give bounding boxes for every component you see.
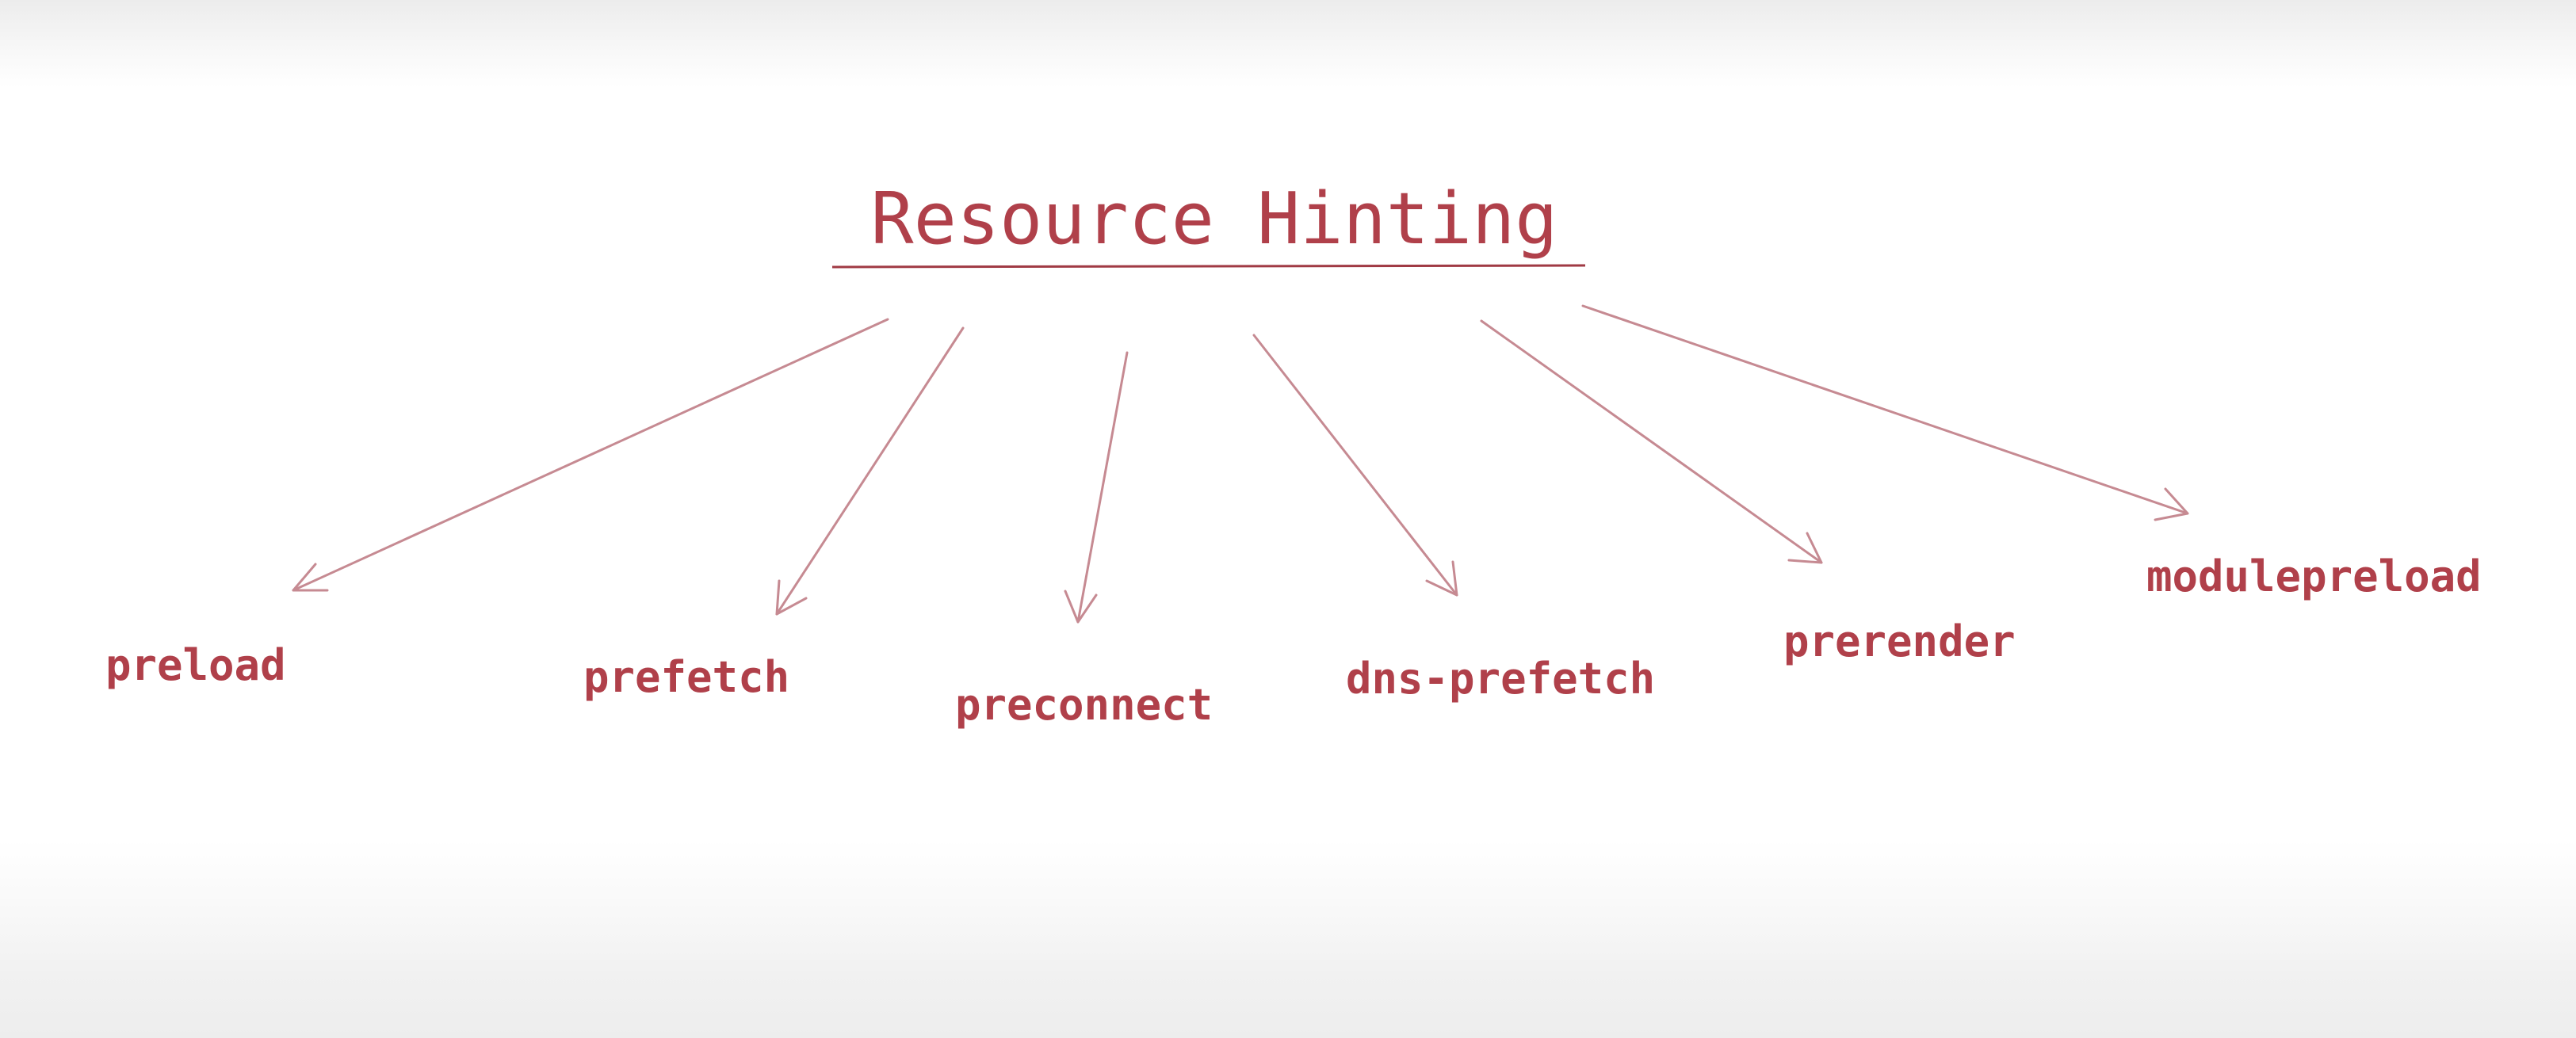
diagram-title: Resource Hinting	[871, 177, 1558, 261]
node-preload: preload	[105, 640, 286, 690]
arrow-group	[292, 304, 2189, 624]
title-underline	[831, 264, 1586, 269]
arrow-to-modulepreload	[1581, 304, 2189, 521]
node-dns-prefetch: dns-prefetch	[1346, 654, 1655, 704]
arrow-to-prerender	[1480, 319, 1823, 564]
node-prerender: prerender	[1783, 616, 2016, 666]
node-prefetch: prefetch	[583, 652, 789, 702]
node-preconnect: preconnect	[955, 680, 1213, 730]
arrow-to-preconnect	[1064, 351, 1129, 624]
node-modulepreload: modulepreload	[2146, 551, 2482, 601]
arrow-to-dns-prefetch	[1252, 334, 1458, 597]
arrow-to-prefetch	[775, 326, 965, 616]
arrow-to-preload	[292, 318, 889, 592]
